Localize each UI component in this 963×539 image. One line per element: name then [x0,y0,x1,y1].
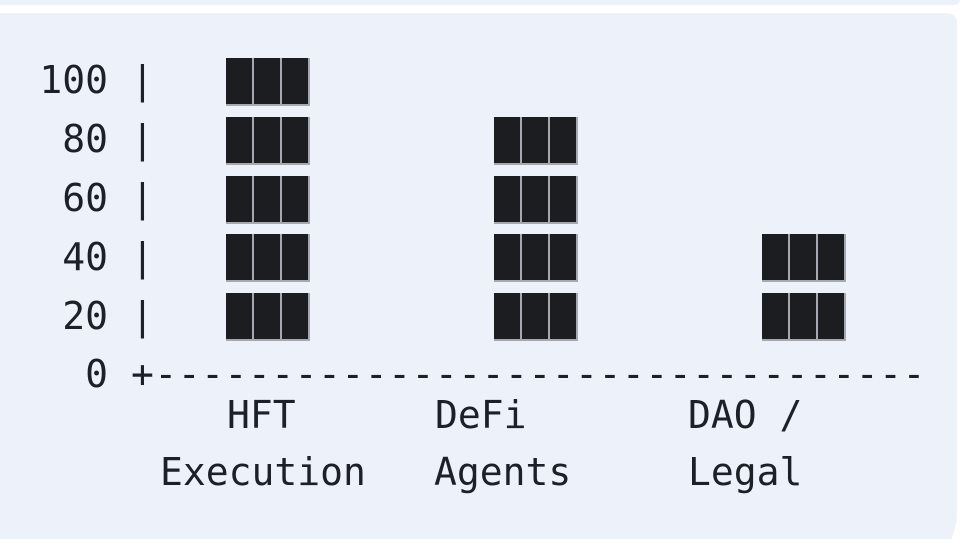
category-label-line2: Agents [434,450,572,494]
bar-block-glyph [522,234,548,281]
y-axis-tick-mark: | [131,294,155,338]
x-axis-line: +--------------------------------- [131,352,926,396]
y-axis-tick-mark: | [131,117,155,161]
bar-segment [226,293,310,341]
y-tick-label: 0 [85,352,108,396]
category-label-line1: HFT [227,393,296,437]
bar-block-glyph [790,234,816,281]
category-label-line2: Legal [688,450,803,494]
bar-block-glyph [550,293,576,339]
bar-block-glyph [282,293,308,339]
bar-segment [226,58,310,106]
bar-block-glyph [522,116,548,163]
bar-block-glyph [254,116,280,163]
bar-block-glyph [282,175,308,222]
y-tick-label: 100 [39,58,108,102]
y-axis-tick-mark: | [131,58,155,102]
bar-block-glyph [494,234,520,281]
bar-segment [494,116,578,165]
y-axis-row: 100 | [0,61,154,99]
bar-segment [494,175,578,224]
bar-block-glyph [282,116,308,163]
bar-block-glyph [762,234,788,281]
bar-block-glyph [550,175,576,222]
bar-segment [494,234,578,283]
bar-block-glyph [494,293,520,339]
y-tick-label: 40 [62,235,108,279]
bar-block-glyph [254,293,280,339]
y-axis-row: 0 +--------------------------------- [0,355,926,393]
bar-segment [762,293,846,341]
bar-block-glyph [550,116,576,163]
y-tick-label: 80 [62,117,108,161]
y-axis-row: 60 | [0,179,154,217]
category-label-line1: DeFi [435,393,527,437]
y-axis-tick-mark: | [131,176,155,220]
bar-block-glyph [254,58,280,104]
bar-block-glyph [494,116,520,163]
previous-bubble-edge [0,0,960,5]
bar-block-glyph [226,234,252,281]
bar-segment [494,293,578,341]
bar-block-glyph [226,293,252,339]
bar-block-glyph [790,293,816,339]
bar-block-glyph [550,234,576,281]
y-axis-row: 20 | [0,297,154,335]
bar-block-glyph [522,175,548,222]
bar-block-glyph [762,293,788,339]
y-axis-tick-mark: | [131,235,155,279]
bar-block-glyph [226,58,252,104]
bar-segment [226,116,310,165]
category-label-line2: Execution [160,450,366,494]
bar-segment [762,234,846,283]
y-tick-label: 20 [62,294,108,338]
bar-segment [226,175,310,224]
y-axis-row: 80 | [0,120,154,158]
bar-block-glyph [494,175,520,222]
bar-block-glyph [254,234,280,281]
bar-block-glyph [522,293,548,339]
bar-segment [226,234,310,283]
bar-block-glyph [226,116,252,163]
category-label-line1: DAO / [688,393,803,437]
bar-block-glyph [282,58,308,104]
bar-block-glyph [226,175,252,222]
y-tick-label: 60 [62,176,108,220]
bar-block-glyph [254,175,280,222]
y-axis-row: 40 | [0,238,154,276]
bar-block-glyph [818,293,844,339]
bar-block-glyph [818,234,844,281]
bar-block-glyph [282,234,308,281]
